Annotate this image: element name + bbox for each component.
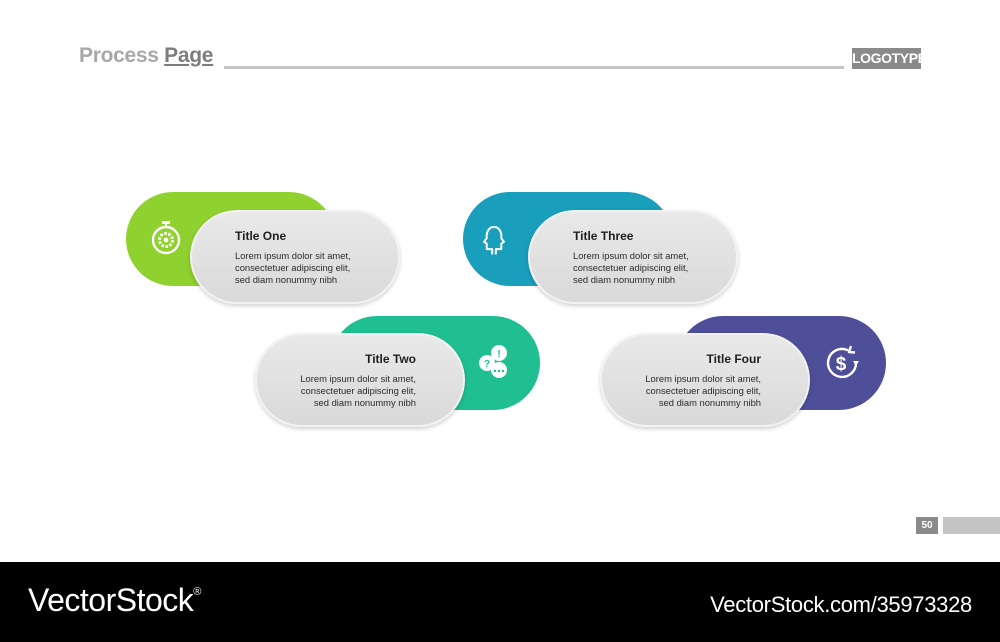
step-2-line: Lorem ipsum dolor sit amet, [300,373,416,384]
step-3-line: Lorem ipsum dolor sit amet, [573,250,689,261]
step-4-line: sed diam nonummy nibh [658,397,761,408]
page-title-strong: Page [164,44,214,67]
step-2-card [255,333,465,427]
slide: Process Page LOGOTYPE Title One Lorem ip… [79,44,1000,534]
step-1-line: sed diam nonummy nibh [235,274,338,285]
step-3-text: Lorem ipsum dolor sit amet, consectetuer… [573,250,689,286]
svg-text:!: ! [497,349,500,360]
stopwatch-gear-icon [151,221,181,255]
step-3-card [528,210,738,304]
step-3-line: sed diam nonummy nibh [573,274,676,285]
step-1-line: Lorem ipsum dolor sit amet, [235,250,351,261]
footer-brand-text: VectorStock [28,582,194,618]
two-heads-icon [483,226,505,255]
footer-image-id: VectorStock.com/35973328 [710,592,972,617]
page-title-light: Process [79,44,165,67]
page-bar [943,517,1000,534]
svg-text:$: $ [836,354,847,375]
step-1-line: consectetuer adipiscing elit, [235,262,351,273]
step-4-line: Lorem ipsum dolor sit amet, [645,373,761,384]
page-number: 50 [916,517,938,534]
watermark-footer: VectorStock® VectorStock.com/35973328 [0,562,1000,642]
page-title: Process Page [79,44,213,68]
step-1-card [190,210,400,304]
dollar-refresh-icon: $ [826,345,859,379]
footer-brand: VectorStock® [28,582,201,619]
step-1-title: Title One [235,229,287,243]
step-2-line: consectetuer adipiscing elit, [300,385,416,396]
step-3-title: Title Three [573,229,634,243]
step-2-line: sed diam nonummy nibh [313,397,416,408]
step-1-text: Lorem ipsum dolor sit amet, consectetuer… [235,250,351,286]
header-rule [224,66,844,69]
step-4-text: Lorem ipsum dolor sit amet, consectetuer… [645,373,761,409]
step-4-title: Title Four [706,352,761,366]
step-2-text: Lorem ipsum dolor sit amet, consectetuer… [300,373,416,409]
step-2-title: Title Two [365,352,416,366]
svg-text:?: ? [484,359,490,370]
logotype: LOGOTYPE [852,48,927,69]
chat-bubbles-icon: ! ? [479,345,507,378]
footer-brand-mark: ® [193,586,201,598]
step-4-card [600,333,810,427]
step-4-line: consectetuer adipiscing elit, [645,385,761,396]
step-3-line: consectetuer adipiscing elit, [573,262,689,273]
